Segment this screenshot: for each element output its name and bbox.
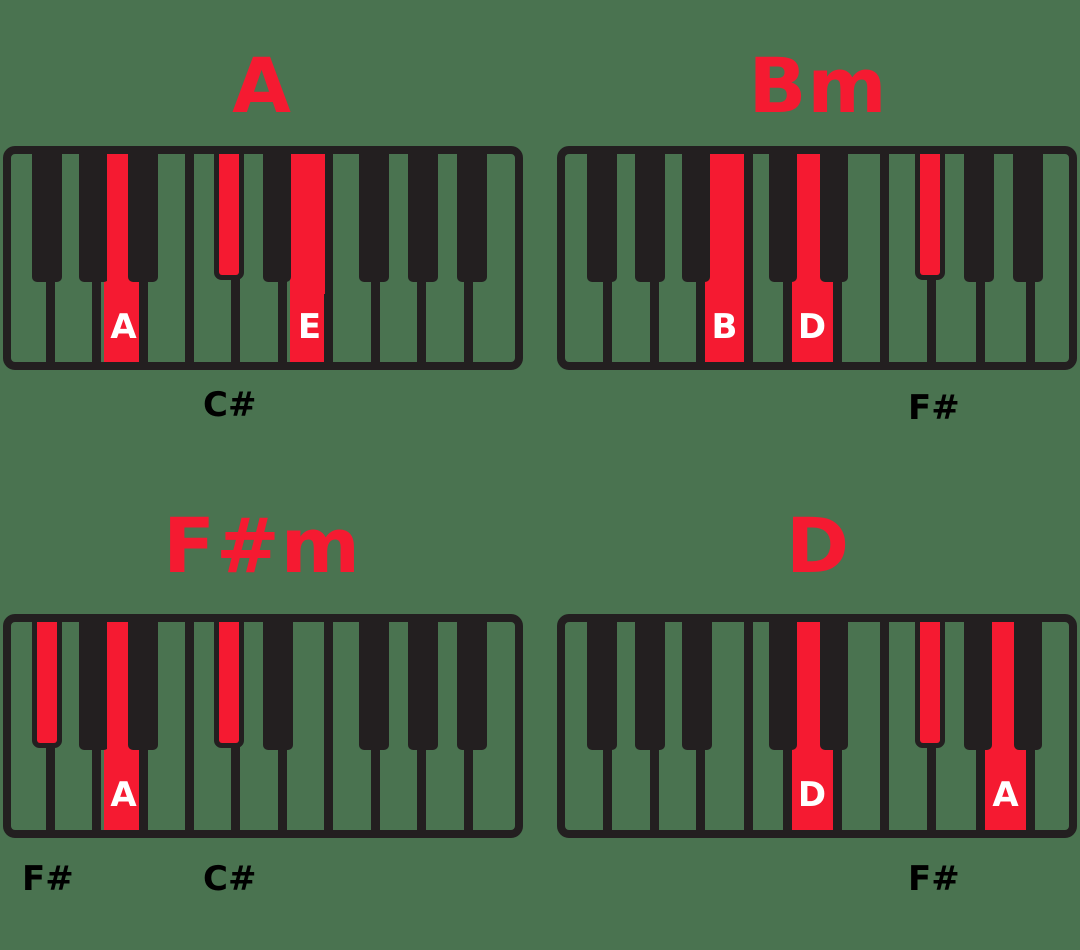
black-key-f-sharp-highlighted[interactable] [920,154,940,275]
black-key-g-sharp-2[interactable] [964,154,994,282]
key-divider [185,154,194,362]
key-divider [880,154,889,362]
key-label-a: A [110,775,137,815]
keyboard-chord-d: D A [557,614,1077,838]
note-label-c-sharp: C# [203,385,257,425]
black-key-g-sharp-2[interactable] [408,622,438,750]
note-label-f-sharp: F# [908,859,960,899]
keyboard-chord-fsharp-m: A [3,614,523,838]
black-key-a-sharp[interactable] [128,154,158,282]
black-key-a-sharp-2[interactable] [1013,154,1043,282]
black-key-c-sharp[interactable] [769,154,797,282]
key-label-a: A [992,775,1019,815]
keyboard-chord-bm: B D [557,146,1077,370]
white-key-e-upper [294,154,325,294]
white-key-a-upper [107,622,129,762]
black-key-g-sharp[interactable] [635,154,665,282]
key-divider [744,622,753,830]
black-key-f-sharp[interactable] [32,154,62,282]
black-key-a-sharp-2[interactable] [1014,622,1042,750]
note-label-f-sharp: F# [908,388,960,428]
black-key-d-sharp[interactable] [263,154,291,282]
white-key-a-upper [107,154,129,294]
black-key-a-sharp-2[interactable] [457,154,487,282]
black-key-f-sharp-2[interactable] [359,622,389,750]
black-key-f-sharp-highlighted[interactable] [920,622,940,743]
key-label-b: B [711,307,738,347]
black-key-g-sharp[interactable] [79,154,109,282]
black-key-g-sharp-2[interactable] [964,622,992,750]
black-key-g-sharp[interactable] [635,622,665,750]
black-key-a-sharp[interactable] [682,622,712,750]
white-key-b-upper [712,154,739,294]
white-key-a-upper [992,622,1014,762]
white-key-d-upper [798,154,820,294]
black-key-d-sharp[interactable] [820,622,848,750]
black-key-f-sharp-highlighted[interactable] [37,622,57,743]
white-key-d-upper [798,622,820,762]
key-label-d: D [797,307,827,347]
key-divider [324,622,333,830]
black-key-g-sharp[interactable] [79,622,109,750]
keyboard-chord-a: A E [3,146,523,370]
key-label-a: A [110,307,137,347]
black-key-c-sharp[interactable] [769,622,797,750]
chord-title-a: A [232,41,292,130]
black-key-d-sharp[interactable] [263,622,293,750]
key-label-d: D [797,775,827,815]
key-divider [880,622,889,830]
black-key-c-sharp-highlighted[interactable] [219,154,239,275]
chord-title-bm: Bm [748,41,888,130]
black-key-d-sharp[interactable] [820,154,848,282]
key-divider [744,154,753,362]
note-label-f-sharp: F# [22,859,74,899]
black-key-f-sharp-2[interactable] [359,154,389,282]
black-key-g-sharp-2[interactable] [408,154,438,282]
key-divider [185,622,194,830]
black-key-f-sharp[interactable] [587,154,617,282]
black-key-a-sharp[interactable] [682,154,710,282]
key-label-e: E [297,307,322,347]
black-key-a-sharp[interactable] [128,622,158,750]
key-divider [324,154,333,362]
black-key-c-sharp-highlighted[interactable] [219,622,239,743]
note-label-c-sharp: C# [203,859,257,899]
chord-title-fsharp-m: F#m [163,501,361,590]
black-key-a-sharp-2[interactable] [457,622,487,750]
chord-title-d: D [785,501,851,590]
black-key-f-sharp[interactable] [587,622,617,750]
